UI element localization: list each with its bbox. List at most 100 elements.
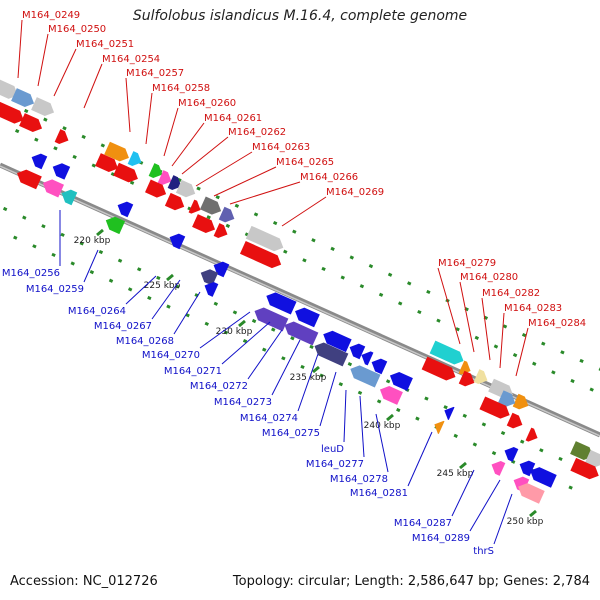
forward-gene-label: M164_0257 [126,68,184,79]
track-tick [302,258,307,263]
track-tick [491,451,497,456]
forward-gene [245,225,284,252]
reverse-gene [518,483,545,504]
forward-gene [200,196,222,215]
forward-gene [54,129,69,144]
reverse-gene [323,330,352,353]
track-tick [147,295,152,301]
track-tick [520,439,525,444]
track-tick [462,413,467,418]
forward-gene-label: M164_0262 [228,127,286,138]
reverse-gene [200,269,219,286]
track-tick [292,229,297,234]
forward-gene-leader [181,136,229,175]
forward-gene-label: M164_0280 [460,272,518,283]
track-tick [262,347,267,352]
track-tick [481,422,487,427]
ruler-label: 245 kbp [437,469,474,479]
forward-gene-leader [17,19,23,79]
track-tick [338,382,344,387]
track-tick [551,370,556,375]
forward-gene [525,427,538,442]
reverse-gene-leader [469,479,501,532]
reverse-gene [105,216,126,235]
track-tick [24,108,29,114]
forward-gene [167,175,182,190]
reverse-gene-leader [359,395,365,458]
reverse-gene-leader [83,249,99,283]
forward-gene-label: M164_0265 [276,157,334,168]
track-tick [117,258,123,263]
reverse-gene-leader [343,389,347,443]
reverse-gene [434,420,445,435]
forward-gene [188,199,201,214]
track-tick [570,378,575,384]
reverse-gene [504,447,519,462]
track-tick [60,232,65,237]
reverse-gene-leader [151,279,181,320]
reverse-gene [491,461,506,476]
ruler-label: 230 kbp [216,327,253,337]
forward-gene-leader [163,107,179,157]
reverse-gene-label: thrS [473,546,494,557]
reverse-gene-label: M164_0274 [240,413,298,424]
track-tick [196,186,201,191]
forward-gene-leader [213,166,277,197]
ruler-tick [529,509,537,518]
reverse-gene-label: M164_0289 [412,533,470,544]
reverse-gene-leader [247,329,283,380]
track-tick [472,442,478,447]
reverse-gene-label: M164_0281 [350,488,408,499]
forward-gene-label: M164_0249 [22,10,80,21]
track-tick [215,195,220,200]
track-tick [166,304,171,309]
forward-gene [479,396,510,419]
reverse-gene-label: M164_0278 [330,474,388,485]
ruler-tick [459,461,467,470]
track-tick [41,224,46,229]
forward-gene [497,390,516,407]
reverse-gene [361,351,374,366]
forward-gene [0,78,18,99]
track-tick [424,396,429,401]
reverse-gene-label: M164_0268 [116,336,174,347]
track-tick [560,350,565,355]
track-tick [34,137,39,142]
ruler-tick [238,319,246,328]
forward-gene [95,153,119,173]
track-tick [330,246,335,251]
reverse-gene [204,282,219,297]
topology-text: Topology: circular; Length: 2,586,647 bp… [232,574,590,589]
reverse-gene-leader [199,311,251,349]
reverse-gene [42,179,64,198]
track-tick [321,266,326,272]
track-tick [349,255,354,260]
ruler-label: 250 kbp [507,517,544,527]
track-tick [272,220,278,226]
track-tick [70,261,75,266]
reverse-gene-label: M164_0267 [94,321,152,332]
forward-gene [148,163,163,178]
reverse-gene-label: M164_0271 [164,366,222,377]
track-tick [500,430,506,436]
track-tick [512,353,518,358]
track-tick [340,275,345,280]
track-tick [14,128,20,134]
track-tick [443,405,448,410]
forward-gene-leader [171,122,205,167]
reverse-gene [169,233,186,250]
reverse-gene-leader [125,275,157,305]
track-tick [319,373,324,378]
forward-gene [175,179,196,198]
forward-gene [11,88,35,108]
reverse-gene-label: M164_0277 [306,459,364,470]
track-tick [51,252,56,257]
reverse-gene-leader [493,493,513,545]
reverse-gene [295,307,320,328]
track-tick [253,212,259,217]
reverse-gene [266,292,297,315]
track-tick [347,362,353,367]
forward-gene [31,97,55,117]
